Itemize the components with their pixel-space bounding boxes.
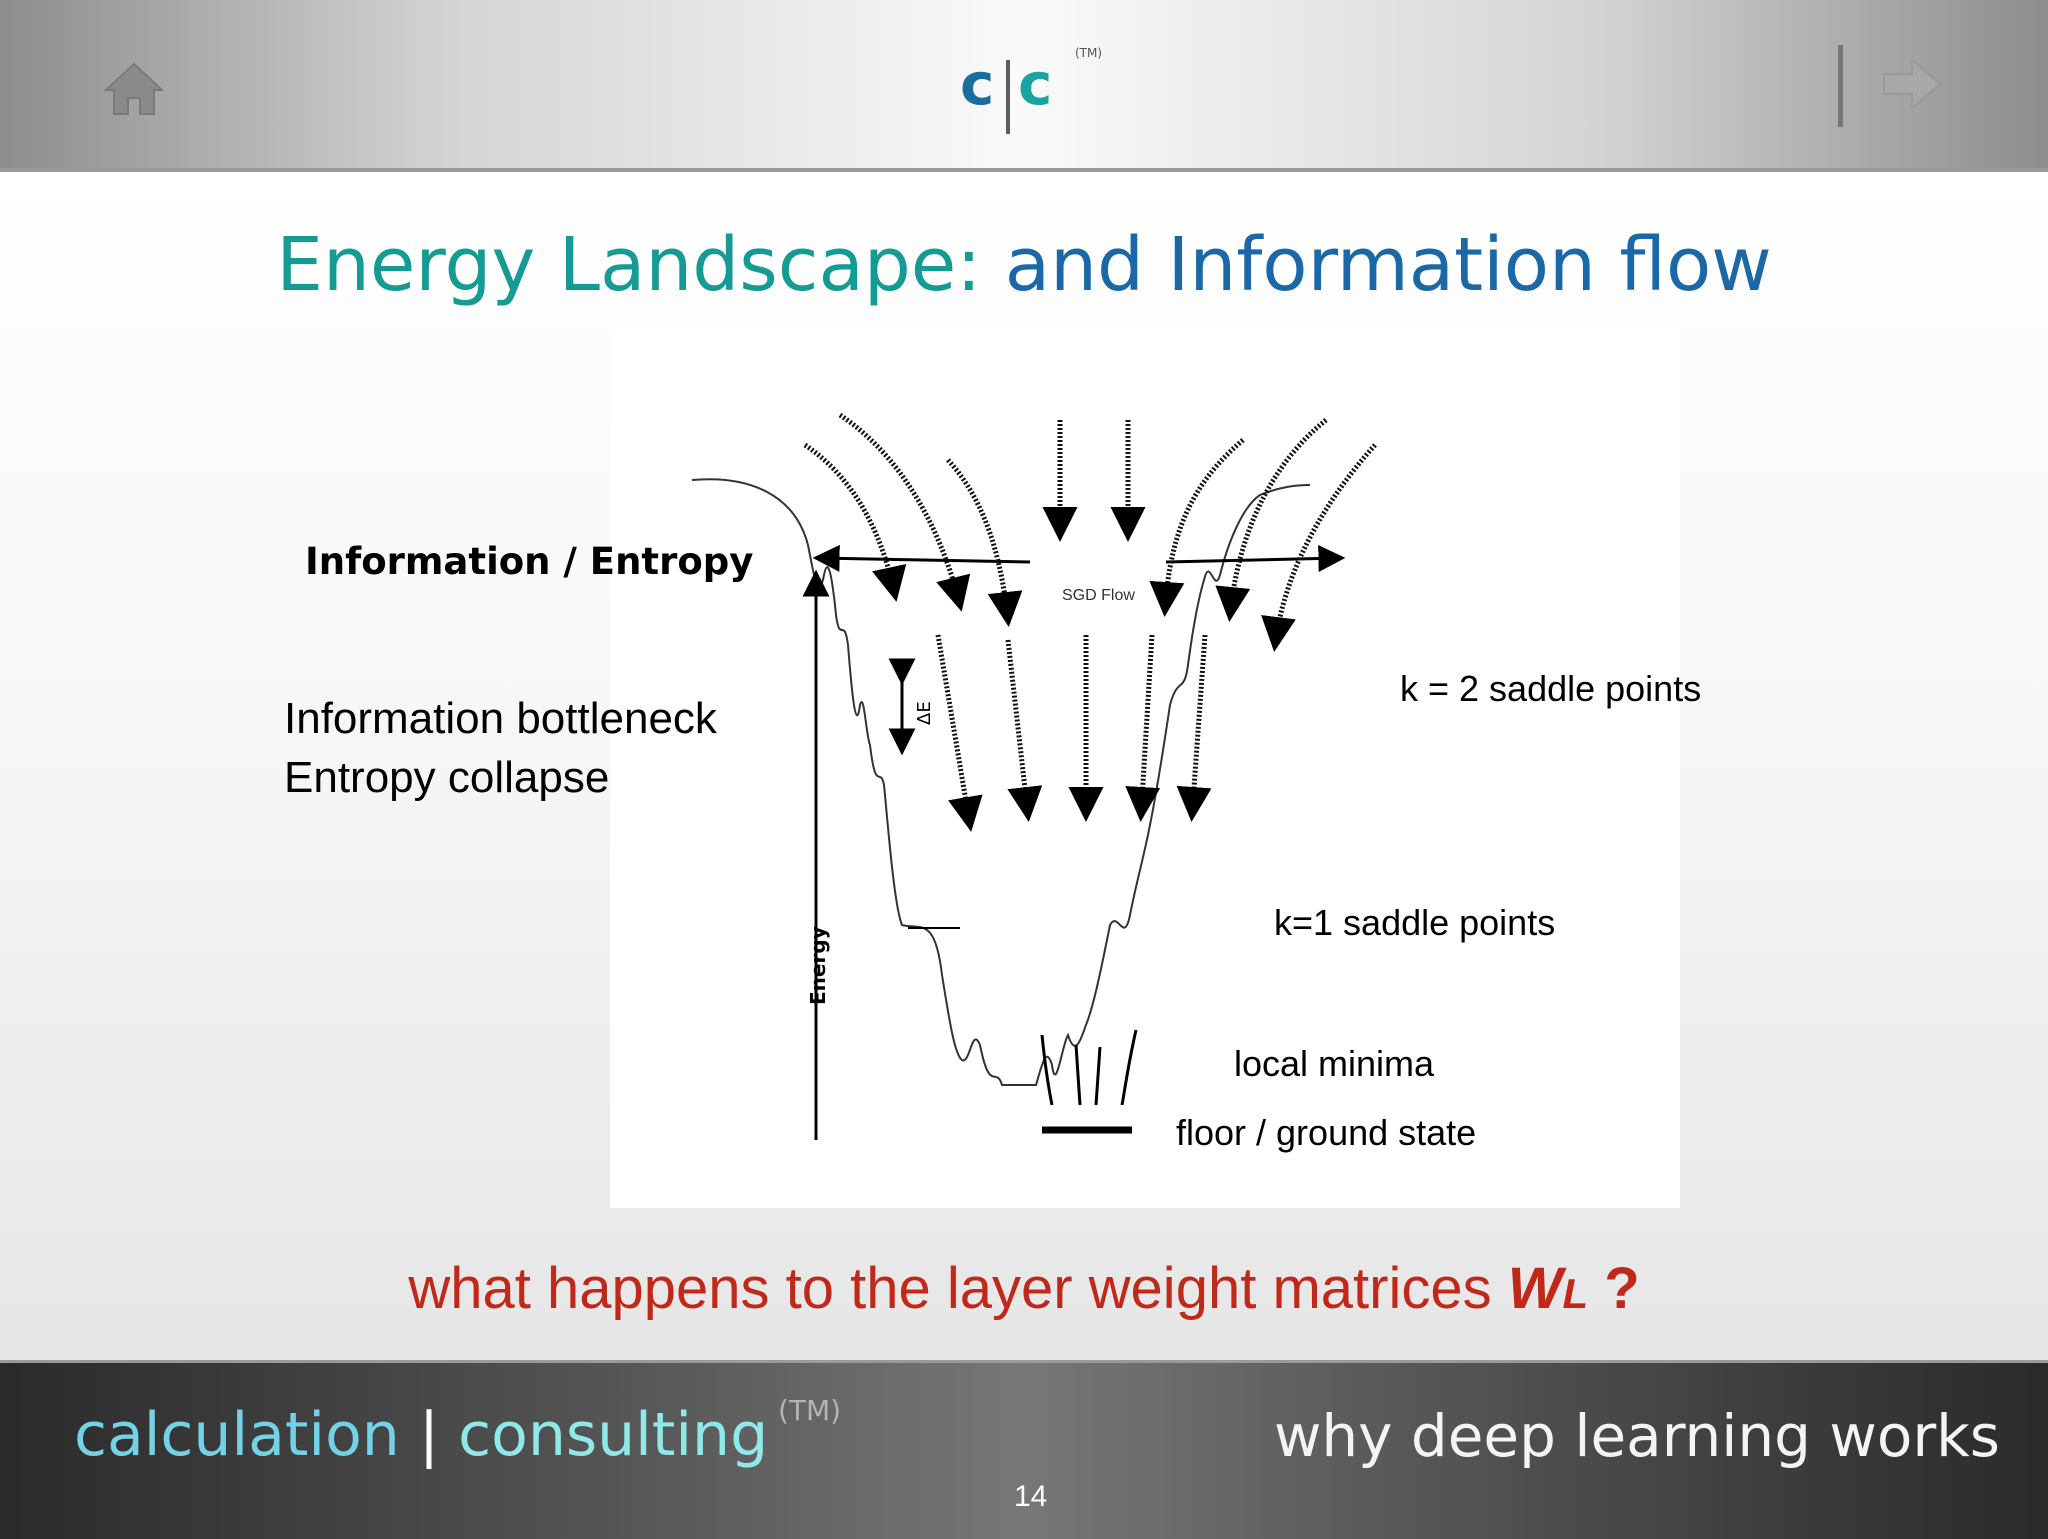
home-icon[interactable] xyxy=(103,60,165,118)
question-text: what happens to the layer weight matrice… xyxy=(408,1256,1508,1321)
brand-calculation: calculation xyxy=(74,1400,400,1470)
question-symbol: W xyxy=(1507,1256,1563,1321)
footer-bar xyxy=(0,1360,2048,1539)
logo-letter-right: c xyxy=(1018,50,1053,118)
entropy-arrow-left xyxy=(812,544,1031,572)
footer-trademark: (TM) xyxy=(778,1394,842,1427)
logo-letter-left: c xyxy=(960,50,995,118)
sgd-arrow xyxy=(1261,443,1377,652)
entropy-collapse-label: Entropy collapse xyxy=(284,753,610,802)
header-bar: c c (TM) xyxy=(0,0,2048,172)
ground-state-label: floor / ground state xyxy=(1176,1112,1477,1153)
slide-question: what happens to the layer weight matrice… xyxy=(0,1255,2048,1322)
slide-title: Energy Landscape: and Information flow xyxy=(0,222,2048,308)
entropy-arrow-right xyxy=(1165,544,1346,572)
funnel-line xyxy=(1074,1044,1082,1106)
sgd-arrow xyxy=(1149,438,1245,617)
footer-tagline: why deep learning works xyxy=(1273,1402,2000,1470)
sgd-arrow xyxy=(1005,639,1043,822)
information-bottleneck-label: Information bottleneck xyxy=(284,694,717,743)
sgd-arrow xyxy=(803,442,907,602)
logo-trademark: (TM) xyxy=(1075,46,1103,60)
brand-separator: | xyxy=(399,1400,459,1470)
energy-axis-label: Energy xyxy=(806,926,830,1005)
k1-saddle-points-label: k=1 saddle points xyxy=(1274,902,1556,943)
page-number: 14 xyxy=(1014,1480,1048,1513)
brand-logo: c c (TM) xyxy=(940,46,1120,140)
logo-divider xyxy=(1006,60,1010,134)
sgd-arrow xyxy=(1215,418,1328,622)
figure-panel xyxy=(610,322,1680,1208)
sgd-flow-label: SGD Flow xyxy=(1062,587,1135,604)
title-part-1: Energy Landscape: xyxy=(276,222,982,308)
sgd-arrow xyxy=(946,458,1023,627)
sgd-arrow xyxy=(1176,634,1212,822)
question-subscript: L xyxy=(1562,1270,1589,1317)
title-part-2: and Information flow xyxy=(1004,222,1772,308)
delta-e-label: ΔE xyxy=(914,701,935,725)
brand-consulting: consulting xyxy=(458,1400,769,1470)
energy-landscape-curve xyxy=(691,478,1311,1086)
funnel-line xyxy=(1094,1046,1102,1106)
k2-saddle-points-label: k = 2 saddle points xyxy=(1400,668,1702,709)
question-mark: ? xyxy=(1588,1256,1640,1321)
information-entropy-label: Information / Entropy xyxy=(305,540,754,583)
funnel-line xyxy=(1040,1034,1054,1106)
local-minima-label: local minima xyxy=(1234,1043,1435,1084)
sgd-arrow xyxy=(1125,634,1161,822)
energy-landscape-diagram: Energy SGD Flow ΔE xyxy=(691,412,1377,1140)
sgd-arrow xyxy=(935,634,983,832)
header-divider xyxy=(1838,45,1843,127)
funnel-line xyxy=(1120,1029,1138,1106)
sgd-arrow xyxy=(838,412,971,612)
footer-brand: calculation | consulting xyxy=(74,1400,768,1470)
arrow-right-icon[interactable] xyxy=(1880,56,1944,112)
